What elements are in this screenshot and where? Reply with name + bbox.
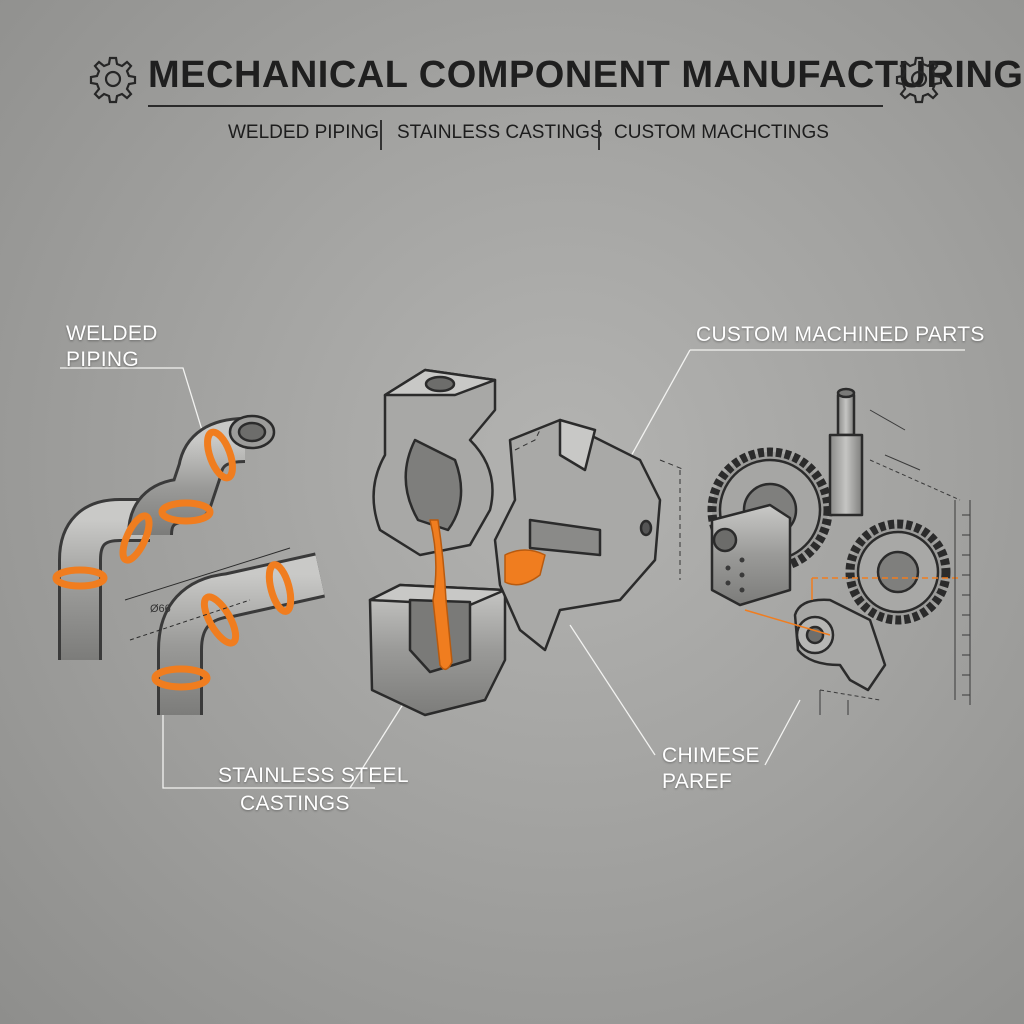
label-chimese: CHIMESE <box>662 744 760 767</box>
svg-text:Ø66: Ø66 <box>150 603 171 615</box>
gear-icon <box>895 56 943 104</box>
label-custom-machined-parts: CUSTOM MACHINED PARTS <box>696 323 985 346</box>
custom-machined-parts-drawing <box>707 387 971 715</box>
label-piping: PIPING <box>66 348 139 371</box>
welded-piping-drawing: Ø66 <box>52 414 325 715</box>
page-title: MECHANICAL COMPONENT MANUFACTURING <box>148 54 1024 96</box>
stainless-castings-drawing <box>368 368 686 717</box>
title-divider <box>148 105 883 107</box>
gear-icon <box>89 56 137 104</box>
label-paref: PAREF <box>662 770 732 793</box>
nav-separator <box>598 120 600 150</box>
nav-separator <box>380 120 382 150</box>
leader-lines <box>60 349 965 789</box>
label-stainless-steel: STAINLESS STEEL <box>218 764 409 787</box>
label-welded: WELDED <box>66 322 158 345</box>
nav-custom-machctings: CUSTOM MACHCTINGS <box>614 122 829 143</box>
nav-welded-piping: WELDED PIPING <box>228 122 379 143</box>
label-castings: CASTINGS <box>240 792 350 815</box>
nav-stainless-castings: STAINLESS CASTINGS <box>397 122 603 143</box>
